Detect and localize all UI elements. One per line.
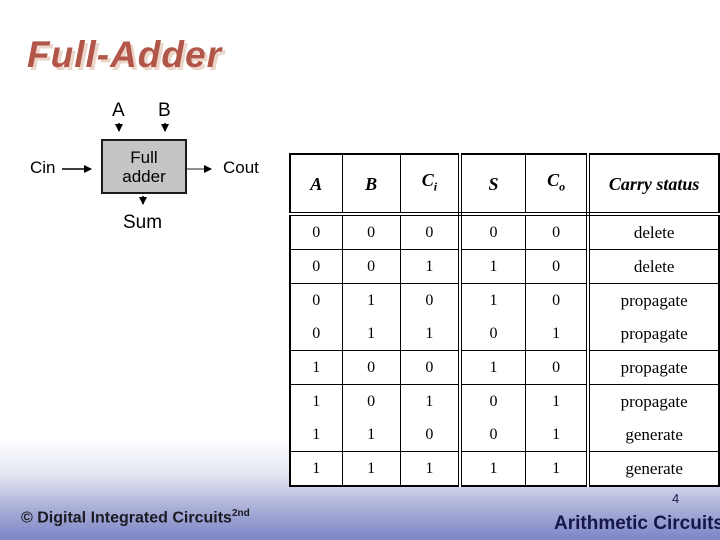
bit-cell: 1 — [341, 283, 401, 317]
bit-cell: 1 — [341, 451, 401, 486]
column-header: S — [459, 154, 526, 216]
bit-cell: 0 — [459, 418, 526, 452]
bit-cell: 0 — [341, 249, 401, 284]
bit-cell: 0 — [459, 214, 526, 250]
output-sum-label: Sum — [123, 212, 163, 233]
carry-status-cell: generate — [587, 418, 720, 452]
bit-cell: 1 — [289, 350, 343, 385]
bit-cell: 1 — [289, 451, 343, 486]
bit-cell: 0 — [399, 350, 463, 385]
bit-cell: 1 — [524, 418, 591, 452]
copyright-label: © Digital Integrated Circuits — [21, 509, 232, 527]
copyright-text: © Digital Integrated Circuits2nd — [21, 508, 250, 527]
bit-cell: 0 — [289, 283, 343, 317]
bit-cell: 1 — [289, 418, 343, 452]
carry-status-cell: delete — [587, 249, 720, 284]
column-header: Co — [524, 154, 591, 216]
diagram-arrows — [62, 123, 212, 205]
bit-cell: 1 — [399, 317, 463, 351]
edition-superscript: 2nd — [231, 508, 250, 519]
block-label-line2: adder — [122, 166, 166, 186]
bit-cell: 0 — [459, 384, 526, 418]
bit-cell: 1 — [341, 317, 401, 351]
carry-status-cell: propagate — [587, 350, 720, 385]
page-title: Full-Adder — [27, 34, 222, 75]
bit-cell: 0 — [524, 350, 591, 385]
column-header: Ci — [399, 154, 463, 216]
bit-cell: 0 — [341, 350, 401, 385]
bit-cell: 0 — [289, 214, 343, 250]
bit-cell: 1 — [524, 451, 591, 486]
bit-cell: 1 — [459, 283, 526, 317]
output-cout-label: Cout — [223, 158, 259, 177]
input-cin-label: Cin — [30, 158, 56, 177]
bit-cell: 0 — [399, 283, 463, 317]
bit-cell: 0 — [524, 249, 591, 284]
bit-cell: 0 — [341, 384, 401, 418]
carry-status-cell: propagate — [587, 384, 720, 418]
bit-cell: 1 — [289, 384, 343, 418]
bit-cell: 1 — [459, 249, 526, 284]
bit-cell: 1 — [399, 451, 463, 486]
bit-cell: 0 — [399, 418, 463, 452]
bit-cell: 0 — [399, 214, 463, 250]
carry-status-cell: generate — [587, 451, 720, 486]
bit-cell: 0 — [459, 317, 526, 351]
bit-cell: 1 — [524, 384, 591, 418]
bit-cell: 0 — [524, 283, 591, 317]
column-header: Carry status — [587, 154, 720, 216]
column-header: A — [289, 154, 343, 216]
full-adder-block: Full adder — [101, 139, 187, 194]
block-label-line1: Full — [130, 147, 158, 167]
bit-cell: 1 — [459, 350, 526, 385]
full-adder-diagram: Full adder A B Cin Cout Sum — [28, 100, 280, 242]
bit-cell: 0 — [289, 317, 343, 351]
bit-cell: 1 — [341, 418, 401, 452]
bit-cell: 0 — [524, 214, 591, 250]
course-title: Arithmetic Circuits — [554, 513, 720, 534]
bit-cell: 0 — [289, 249, 343, 284]
column-header: B — [341, 154, 401, 216]
bit-cell: 1 — [399, 384, 463, 418]
input-b-label: B — [158, 100, 171, 121]
input-a-label: A — [112, 100, 125, 121]
bit-cell: 1 — [524, 317, 591, 351]
carry-status-cell: delete — [587, 214, 720, 250]
carry-status-cell: propagate — [587, 283, 720, 317]
carry-status-cell: propagate — [587, 317, 720, 351]
bit-cell: 1 — [459, 451, 526, 486]
bit-cell: 0 — [341, 214, 401, 250]
page-number: 4 — [672, 491, 680, 506]
bit-cell: 1 — [399, 249, 463, 284]
